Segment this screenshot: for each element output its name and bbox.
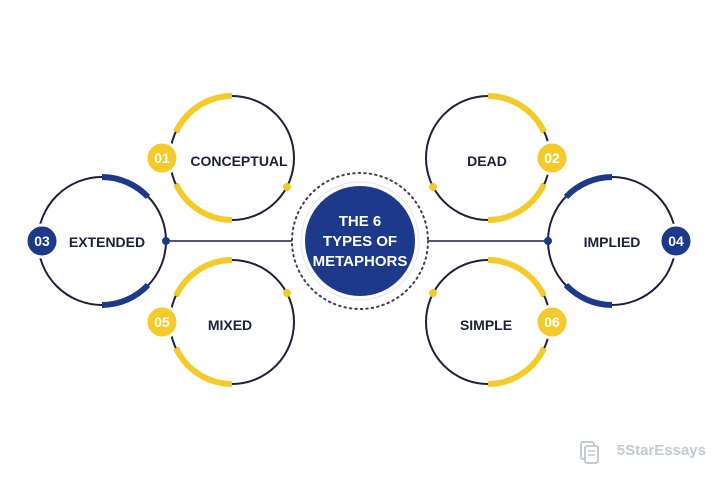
item-dead: 02 DEAD [425,93,570,223]
center-title-line-1: THE 6 [339,213,382,230]
item-number: 03 [34,233,50,249]
item-label: DEAD [467,153,507,169]
item-number: 04 [668,233,684,249]
item-mixed: 05 MIXED [144,257,295,387]
item-implied: 04 IMPLIED [544,174,694,308]
item-label: CONCEPTUAL [190,153,288,169]
item-number: 06 [544,314,560,330]
center-hub: THE 6 TYPES OF METAPHORS [291,172,429,310]
item-label: SIMPLE [460,317,512,333]
item-number: 05 [154,314,170,330]
item-extended: 03 EXTENDED [24,174,170,308]
item-simple: 06 SIMPLE [425,257,570,387]
document-logo-icon [580,441,599,464]
item-number: 02 [544,150,560,166]
item-conceptual: 01 CONCEPTUAL [144,93,295,223]
item-label: IMPLIED [584,234,641,250]
item-number: 01 [154,150,170,166]
center-title-line-3: METAPHORS [313,253,408,270]
item-label: EXTENDED [69,234,145,250]
watermark-text: 5StarEssays [616,442,706,459]
item-label: MIXED [208,317,252,333]
center-title-line-2: TYPES OF [323,233,397,250]
